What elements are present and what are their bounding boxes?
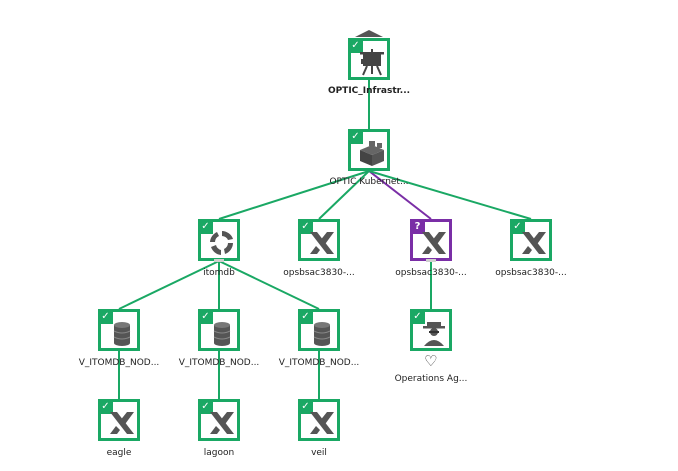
node-k8s[interactable]: ✓ xyxy=(348,129,390,171)
status-ok-icon: ✓ xyxy=(98,399,113,414)
collapse-caret-icon[interactable] xyxy=(355,30,383,37)
x-logo-icon xyxy=(422,232,446,254)
edge-itomdb-db3 xyxy=(218,260,320,310)
edge-k8s-ops2 xyxy=(368,170,432,220)
status-ok-icon: ✓ xyxy=(298,219,313,234)
node-ops1-label: opsbsac3830-... xyxy=(283,268,355,278)
node-db2[interactable]: ✓ xyxy=(198,309,240,351)
cubes-stack-icon xyxy=(360,141,384,166)
x-logo-icon xyxy=(210,412,234,434)
node-db3-label: V_ITOMDB_NOD... xyxy=(278,358,360,368)
circular-arrows-icon xyxy=(210,231,233,255)
node-itomdb-label: itomdb xyxy=(203,268,235,278)
node-eagle[interactable]: ✓ xyxy=(98,399,140,441)
edges-layer xyxy=(118,80,532,399)
node-eagle-label: eagle xyxy=(106,448,132,458)
presentation-board-icon xyxy=(360,49,384,76)
database-icon xyxy=(213,322,231,346)
node-ops3[interactable]: ✓ xyxy=(510,219,552,261)
node-agent-label: Operations Ag... xyxy=(394,374,468,384)
status-ok-icon: ✓ xyxy=(198,219,213,234)
edge-k8s-ops3 xyxy=(368,170,532,220)
node-itomdb-stub xyxy=(214,259,224,262)
edge-itomdb-db1 xyxy=(118,260,220,310)
heart-outline-icon: ♡ xyxy=(424,352,438,370)
status-ok-icon: ✓ xyxy=(98,309,113,324)
node-lagoon[interactable]: ✓ xyxy=(198,399,240,441)
node-db1[interactable]: ✓ xyxy=(98,309,140,351)
node-itomdb[interactable]: ✓ xyxy=(198,219,240,261)
node-agent[interactable]: ✓ xyxy=(410,309,452,351)
database-icon xyxy=(313,322,331,346)
status-ok-icon: ✓ xyxy=(198,309,213,324)
status-ok-icon: ✓ xyxy=(348,129,363,144)
node-root-label: OPTIC_Infrastr... xyxy=(327,86,411,96)
node-db2-label: V_ITOMDB_NOD... xyxy=(178,358,260,368)
status-ok-icon: ✓ xyxy=(298,399,313,414)
x-logo-icon xyxy=(522,232,546,254)
node-lagoon-label: lagoon xyxy=(203,448,235,458)
status-ok-icon: ✓ xyxy=(298,309,313,324)
database-icon xyxy=(113,322,131,346)
node-db3[interactable]: ✓ xyxy=(298,309,340,351)
status-ok-icon: ✓ xyxy=(410,309,425,324)
status-unknown-icon: ? xyxy=(410,219,425,234)
x-logo-icon xyxy=(310,232,334,254)
node-db1-label: V_ITOMDB_NOD... xyxy=(78,358,160,368)
node-ops2-stub xyxy=(426,259,436,262)
node-root[interactable]: ✓ xyxy=(348,38,390,80)
agent-person-icon xyxy=(423,322,445,346)
x-logo-icon xyxy=(310,412,334,434)
status-ok-icon: ✓ xyxy=(348,38,363,53)
node-ops1[interactable]: ✓ xyxy=(298,219,340,261)
edge-k8s-itomdb xyxy=(218,170,370,220)
node-ops3-label: opsbsac3830-... xyxy=(495,268,567,278)
node-veil[interactable]: ✓ xyxy=(298,399,340,441)
status-ok-icon: ✓ xyxy=(198,399,213,414)
node-k8s-label: OPTIC Kubernet... xyxy=(329,177,409,187)
node-ops2[interactable]: ? xyxy=(410,219,452,261)
node-veil-label: veil xyxy=(311,448,327,458)
status-ok-icon: ✓ xyxy=(510,219,525,234)
edge-k8s-ops1 xyxy=(318,170,370,220)
node-ops2-label: opsbsac3830-... xyxy=(395,268,467,278)
x-logo-icon xyxy=(110,412,134,434)
